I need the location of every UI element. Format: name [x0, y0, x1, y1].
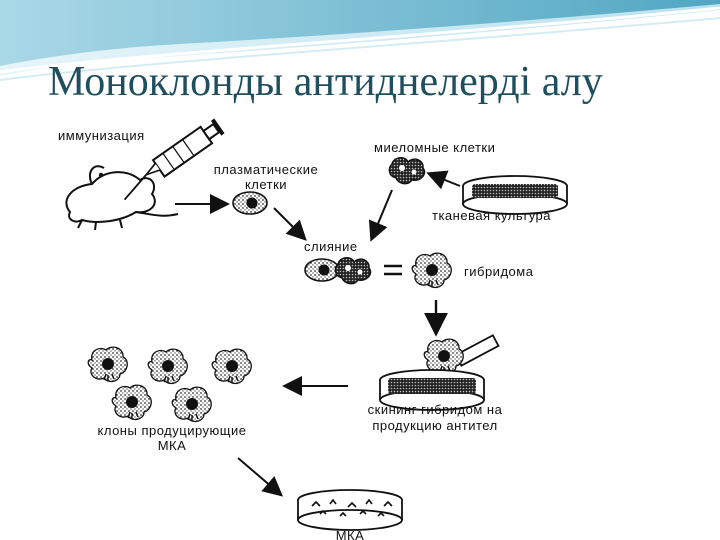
cell-icon — [171, 386, 212, 423]
label-clones-line1: клоны продуцирующие — [97, 423, 247, 438]
label-immunization: иммунизация — [58, 128, 145, 143]
cell-icon — [388, 157, 426, 185]
equals-icon — [384, 264, 402, 276]
label-fusion: слияние — [304, 239, 358, 254]
label-screening-line2: продукцию антител — [372, 418, 498, 433]
label-screening-line1: скининг гибридом на — [367, 402, 503, 417]
cell-icon — [334, 257, 372, 285]
label-myeloma-cells: миеломные клетки — [374, 140, 496, 155]
petri-dish-icon — [379, 369, 485, 411]
cell-icon — [411, 252, 452, 289]
label-plasma-cells-line1: плазматические — [213, 162, 319, 177]
slide-title: Моноклонды антиднелерді алу — [48, 59, 603, 105]
arrow-icon — [273, 207, 307, 241]
cell-icon — [304, 258, 340, 282]
label-hybridoma: гибридома — [464, 264, 534, 279]
mouse-icon — [65, 165, 179, 231]
arrow-icon — [237, 457, 284, 497]
cell-icon — [232, 191, 268, 215]
cell-icon — [423, 338, 464, 375]
label-mka: МКА — [335, 528, 365, 540]
cell-icon — [87, 346, 128, 383]
arrow-icon — [426, 170, 461, 190]
cell-icon — [147, 348, 188, 385]
label-plasma-cells-line2: клетки — [244, 177, 288, 192]
syringe-icon — [123, 118, 225, 201]
label-clones-line2: МКА — [157, 438, 187, 453]
label-tissue-culture: тканевая культура — [432, 208, 552, 223]
cell-icon — [211, 348, 252, 385]
cell-icon — [111, 384, 152, 421]
petri-dish-icon — [462, 175, 568, 215]
petri-dish-icon — [297, 489, 403, 531]
arrow-icon — [368, 189, 393, 242]
